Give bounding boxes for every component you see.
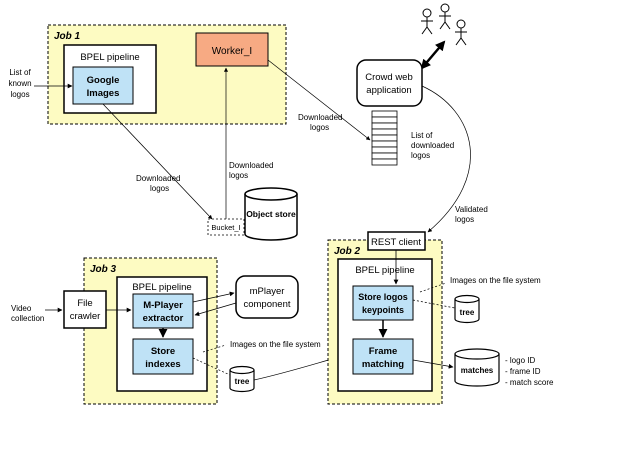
downloaded-logos-right-1: Downloaded [298,113,342,122]
video-collection-line-1: Video [11,304,32,313]
frame-matching-label-2: matching [362,359,404,370]
mplayer-component-label-2: component [243,299,290,310]
downloaded-logos-left-1: Downloaded [136,174,180,183]
match-field-frame-id: - frame ID [505,367,541,376]
job1-pipeline-label: BPEL pipeline [80,52,139,63]
users-icon [421,3,467,46]
known-logos-line-2: known [8,79,31,88]
downloaded-logos-mid-1: Downloaded [229,161,273,170]
object-store-top [244,187,298,201]
downloaded-logos-left-2: logos [150,184,169,193]
list-downloaded-line-3: logos [411,151,430,160]
store-logos-box [352,285,414,321]
indexes-to-tree-link [192,357,231,376]
job2-tree-store: tree [454,294,480,324]
downloaded-logos-stack [371,110,398,166]
job2-images-note: Images on the file system [450,276,541,285]
job1-group: Job 1 BPEL pipeline Google Images Worker… [47,24,287,125]
downloaded-logos-right-2: logos [310,123,329,132]
crowd-app-box [356,59,423,107]
job3-pipeline-label: BPEL pipeline [132,282,191,293]
rest-client-box [367,231,426,251]
crowd-app-label-1: Crowd web [365,72,413,83]
job3-group: Job 3 BPEL pipeline M-Player extractor S… [83,257,218,405]
file-crawler-label-2: crawler [70,311,101,322]
known-logos-line-1: List of [9,68,31,77]
job2-images-note-link [419,282,447,293]
job3-images-note: Images on the file system [230,340,321,349]
mplayer-component-box [235,275,299,319]
video-collection-line-2: collection [11,314,44,323]
object-store-cylinder [244,194,298,241]
google-images-label-1: Google [87,75,120,86]
job2-tree-label: tree [460,308,475,317]
google-to-bucket-arrow [102,103,213,220]
rest-client-label: REST client [371,237,421,248]
validated-logos-arrow [421,85,471,233]
crowd-app-group: Crowd web application List of downloaded… [356,3,467,166]
list-downloaded-line-1: List of [411,131,433,140]
store-logos-label-1: Store logos [358,292,408,302]
mplayer-extractor-label-1: M-Player [143,300,183,311]
bucket-label: Bucket_I [211,223,240,232]
job3-title: Job 3 [90,264,117,275]
matches-store: matches [454,348,500,387]
mplayer-to-extractor-arrow [194,302,237,317]
file-crawler-label-1: File [77,298,92,309]
users-interaction-arrow [420,40,446,70]
store-indexes-box [132,338,194,375]
store-logos-to-tree-link [412,299,456,309]
object-store-group: Object store Bucket_I [207,187,298,241]
job3-tree-label: tree [235,377,250,386]
worker-box [195,32,269,67]
google-images-label-2: Images [87,88,120,99]
job2-pipeline-label: BPEL pipeline [355,265,414,276]
store-indexes-label-2: indexes [145,359,180,370]
matches-label: matches [461,366,494,375]
extractor-to-mplayer-arrow [192,291,235,303]
job3-tree-store: tree [229,365,255,393]
validated-logos-2: logos [455,215,474,224]
job2-group: Job 2 BPEL pipeline Store logos keypoint… [327,239,443,405]
downloaded-logos-mid-2: logos [229,171,248,180]
known-logos-line-3: logos [10,90,29,99]
store-logos-label-2: keypoints [362,305,404,315]
match-field-logo-id: - logo ID [505,356,535,365]
validated-logos-1: Validated [455,205,488,214]
list-downloaded-line-2: downloaded [411,141,454,150]
job3-images-note-link [202,344,227,353]
google-images-box [72,66,134,105]
frame-matching-box [352,338,414,375]
frame-to-matches-arrow [412,359,454,369]
crowd-app-label-2: application [366,85,411,96]
worker-label: Worker_I [212,46,252,57]
mplayer-component-label-1: mPlayer [250,286,285,297]
known-logos-input: List of known logos [8,68,73,99]
match-field-match-score: - match score [505,378,554,387]
mplayer-extractor-label-2: extractor [143,313,184,324]
object-store-label: Object store [246,209,296,219]
mplayer-extractor-box [132,293,194,329]
store-indexes-label-1: Store [151,346,175,357]
frame-matching-label-1: Frame [369,346,398,357]
job2-title: Job 2 [334,246,361,257]
job1-title: Job 1 [54,31,81,42]
file-crawler-box [63,290,107,329]
worker-to-stack-arrow [267,59,371,141]
